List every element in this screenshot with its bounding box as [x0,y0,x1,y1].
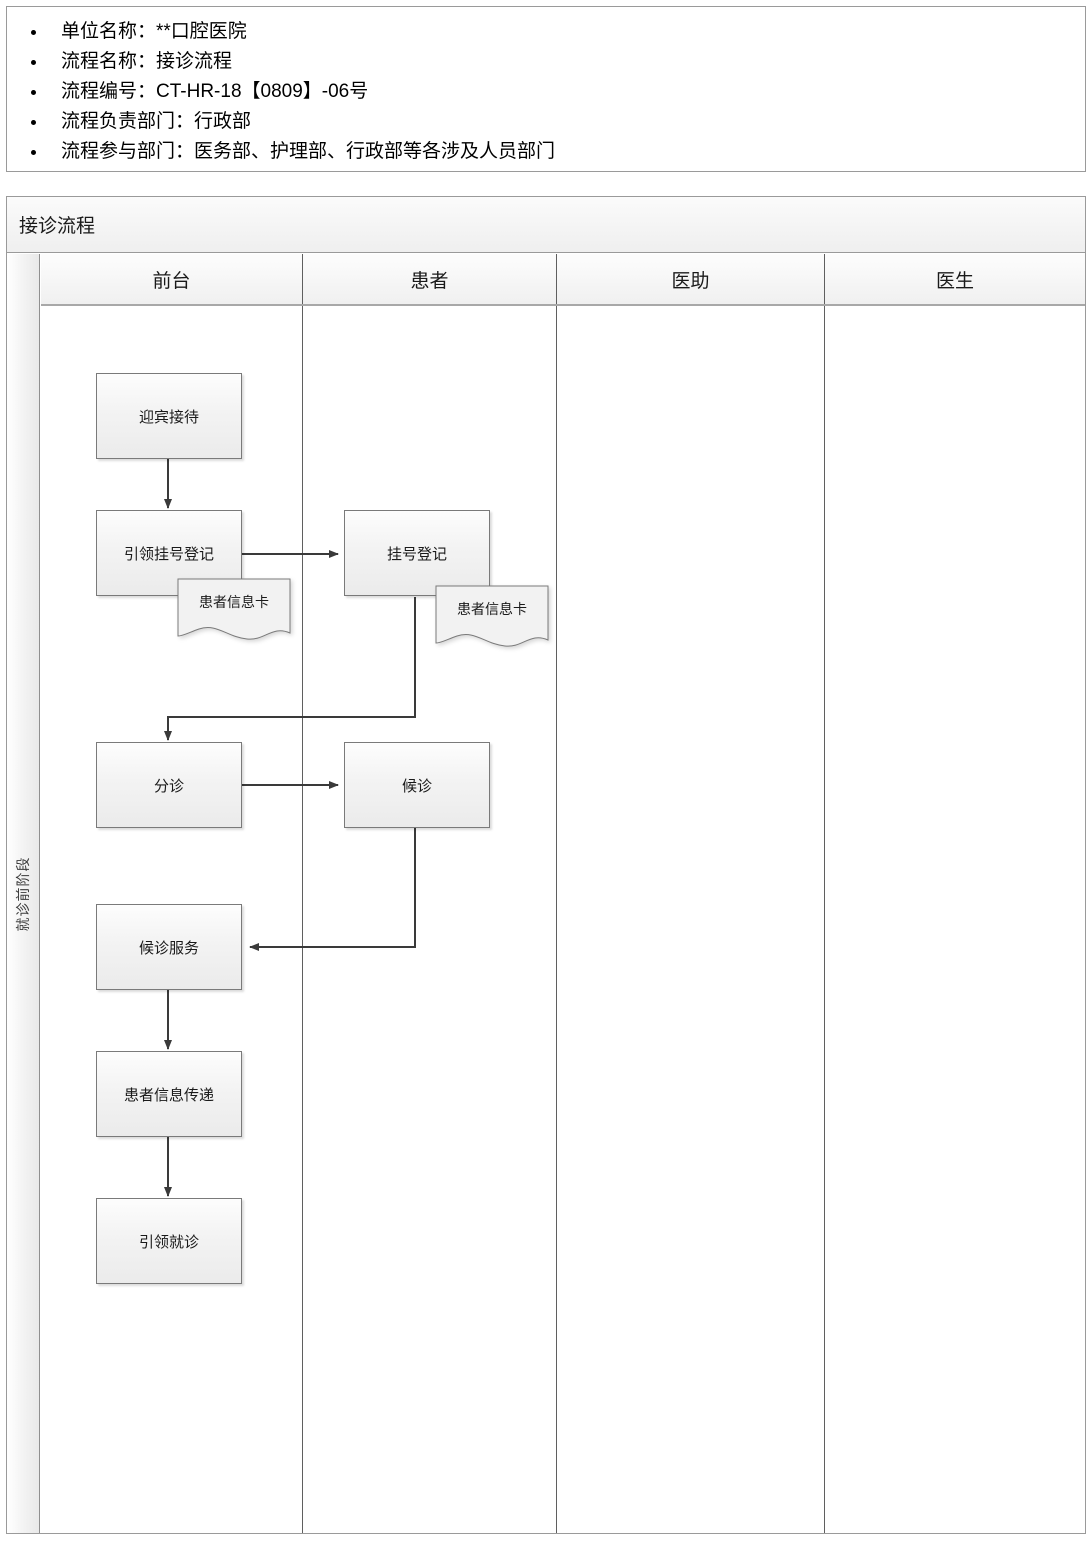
lane-body-assistant [557,306,825,1533]
node-label: 引领就诊 [138,1233,199,1251]
document-label: 患者信息卡 [457,601,527,618]
node-label: 引领挂号登记 [123,545,214,563]
edge-n3-n4 [164,597,416,741]
meta-item-owner: 流程负责部门：行政部 [31,107,1085,137]
node-label: 迎宾接待 [138,408,199,426]
document-shape-icon [177,578,291,640]
node-label: 患者信息传递 [123,1086,214,1104]
lane-body-row [41,306,1085,1533]
lane-header-assistant: 医助 [557,254,825,304]
meta-item-participants: 流程参与部门：医务部、护理部、行政部等各涉及人员部门 [31,137,1085,167]
meta-item-code: 流程编号：CT-HR-18【0809】-06号 [31,77,1085,107]
lane-header-frontdesk: 前台 [41,254,303,304]
node-label: 分诊 [153,777,184,795]
document-shape-icon [435,585,549,647]
node-triage[interactable]: 分诊 [96,742,242,828]
lane-header-row: 前台 患者 医助 医生 [41,254,1085,306]
connector-layer [7,197,1087,1535]
document-patient-info-card-1[interactable]: 患者信息卡 [177,578,291,646]
lane-body-patient [303,306,557,1533]
lane-body-frontdesk [41,306,303,1533]
process-meta-box: 单位名称：**口腔医院 流程名称：接诊流程 流程编号：CT-HR-18【0809… [6,6,1086,172]
node-label: 挂号登记 [386,545,447,563]
node-registration[interactable]: 挂号登记 [344,510,490,596]
flow-shapes-layer: 迎宾接待 引领挂号登记 挂号登记 分诊 候诊 候诊服务 患者信息传递 引领就诊 [7,197,1087,1535]
document-patient-info-card-2[interactable]: 患者信息卡 [435,585,549,653]
node-label: 候诊 [401,777,432,795]
node-welcome-reception[interactable]: 迎宾接待 [96,373,242,459]
lane-header-patient: 患者 [303,254,557,304]
document-label: 患者信息卡 [199,594,269,611]
process-meta-list: 单位名称：**口腔医院 流程名称：接诊流程 流程编号：CT-HR-18【0809… [7,17,1085,167]
meta-item-process: 流程名称：接诊流程 [31,47,1085,77]
phase-column: 就诊前阶段 [7,254,40,1533]
node-waiting-service[interactable]: 候诊服务 [96,904,242,990]
node-guide-to-consult[interactable]: 引领就诊 [96,1198,242,1284]
edge-n5-n6 [249,826,416,951]
flowchart-title: 接诊流程 [7,197,1085,253]
node-waiting[interactable]: 候诊 [344,742,490,828]
flowchart-container: 接诊流程 就诊前阶段 前台 患者 医助 医生 [6,196,1086,1534]
lane-header-doctor: 医生 [935,270,974,292]
node-patient-info-transfer[interactable]: 患者信息传递 [96,1051,242,1137]
node-label: 候诊服务 [138,939,199,957]
meta-item-company: 单位名称：**口腔医院 [31,17,1085,47]
